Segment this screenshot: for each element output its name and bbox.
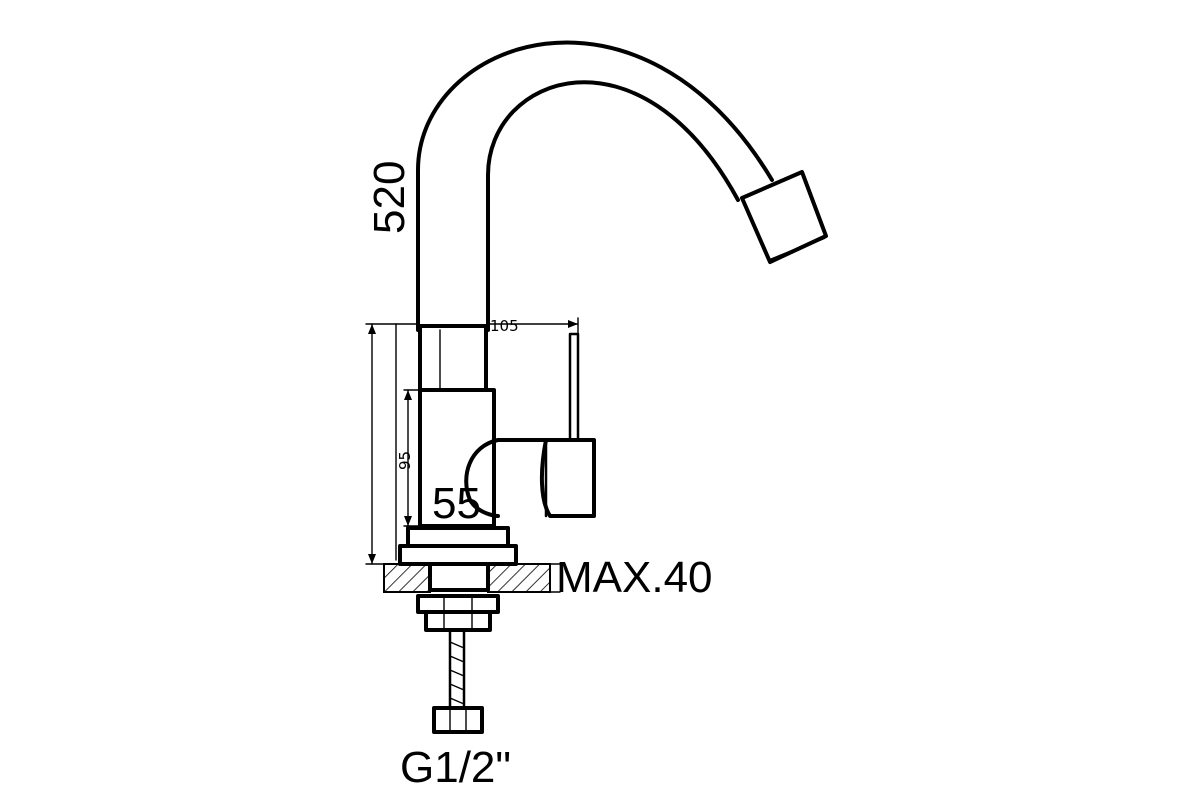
mounting-nut — [416, 562, 500, 632]
label-spout-reach: 105 — [490, 317, 519, 335]
label-body-height: 95 — [396, 451, 414, 470]
spout-aerator — [740, 170, 828, 264]
spout-collar — [418, 324, 488, 392]
label-inlet-thread: G1/2" — [400, 743, 511, 792]
flexible-hose — [448, 628, 466, 710]
label-total-height: 520 — [365, 161, 414, 234]
gooseneck-spout — [416, 40, 774, 332]
base-flange — [398, 526, 518, 566]
hose-connector — [432, 706, 484, 734]
dimension-lines — [365, 317, 579, 593]
lever-handle — [464, 332, 596, 518]
countertop-section — [383, 563, 551, 593]
label-body-diameter: 55 — [432, 479, 481, 528]
label-max-countertop: MAX.40 — [556, 553, 713, 602]
